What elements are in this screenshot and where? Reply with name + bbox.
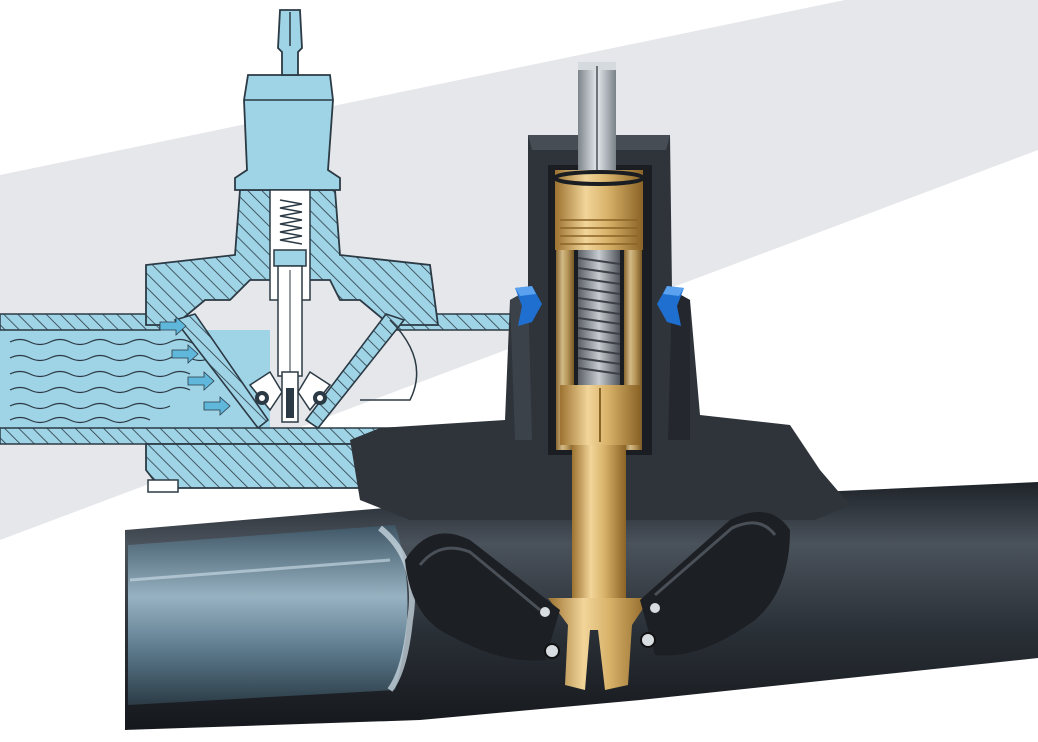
schematic-spindle-spring <box>279 199 303 245</box>
schematic-bottom-foot <box>147 479 179 493</box>
cutaway-rubber-wing-right <box>640 512 790 656</box>
cutaway-brass-spindle <box>572 445 626 600</box>
wedge-pin-icon <box>640 632 656 648</box>
wedge-pin-icon <box>544 643 560 659</box>
cutaway-seal-clip-left <box>515 286 542 326</box>
cutaway-spring <box>577 250 621 385</box>
flow-arrow-icon <box>187 371 215 391</box>
cutaway-glass-insert <box>128 525 408 705</box>
flow-arrows <box>159 316 231 416</box>
schematic-wedge-seat-left <box>173 313 270 430</box>
schematic-bonnet <box>234 74 341 191</box>
flow-arrow-icon <box>203 396 231 416</box>
cutaway-seal-clip-right <box>657 286 684 326</box>
cutaway-rubber-wing-left <box>405 533 560 661</box>
schematic-flap-outline <box>360 319 418 401</box>
schematic-wedge-seat-right <box>304 313 406 430</box>
flow-arrow-icon <box>171 344 199 364</box>
cutaway-brass-wedge <box>548 598 650 690</box>
schematic-pipe-wall-top <box>0 313 161 331</box>
cutaway-render <box>125 62 1038 730</box>
flow-arrow-icon <box>159 316 187 336</box>
schematic-wedge-assembly <box>248 370 332 423</box>
